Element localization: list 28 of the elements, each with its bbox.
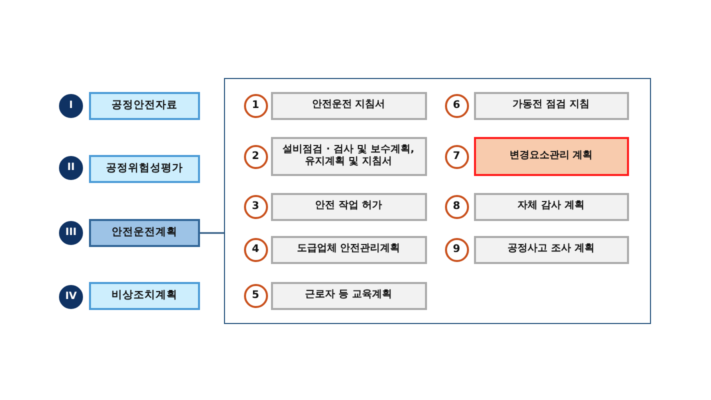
roman-numeral-badge: II xyxy=(59,156,83,180)
plan-item-box: 근로자 등 교육계획 xyxy=(270,282,426,310)
connector-line xyxy=(200,232,224,234)
roman-numeral-badge: III xyxy=(59,221,83,245)
plan-item-box: 도급업체 안전관리계획 xyxy=(270,236,426,264)
number-badge: 7 xyxy=(444,144,468,168)
selected-category-box: 안전운전계획 xyxy=(89,219,200,247)
number-badge: 8 xyxy=(444,194,468,218)
plan-item-box: 안전운전 지침서 xyxy=(270,92,426,120)
category-box: 공정안전자료 xyxy=(89,92,200,120)
number-badge: 2 xyxy=(244,144,268,168)
number-badge: 6 xyxy=(444,94,468,118)
group-frame xyxy=(224,78,651,324)
roman-numeral-badge: IV xyxy=(59,285,83,309)
number-badge: 3 xyxy=(244,194,268,218)
plan-item-box: 자체 감사 계획 xyxy=(474,192,628,220)
number-badge: 5 xyxy=(244,284,268,308)
plan-item-box: 공정사고 조사 계획 xyxy=(474,236,628,264)
plan-item-box: 설비점검 · 검사 및 보수계획, 유지계획 및 지침서 xyxy=(270,136,426,176)
roman-numeral-badge: I xyxy=(59,94,83,118)
plan-item-box: 안전 작업 허가 xyxy=(270,192,426,220)
number-badge: 4 xyxy=(244,238,268,262)
number-badge: 1 xyxy=(244,94,268,118)
number-badge: 9 xyxy=(444,238,468,262)
highlighted-plan-box: 변경요소관리 계획 xyxy=(474,136,628,176)
category-box: 공정위험성평가 xyxy=(89,155,200,183)
plan-item-box: 가동전 점검 지침 xyxy=(474,92,628,120)
category-box: 비상조치계획 xyxy=(89,282,200,310)
